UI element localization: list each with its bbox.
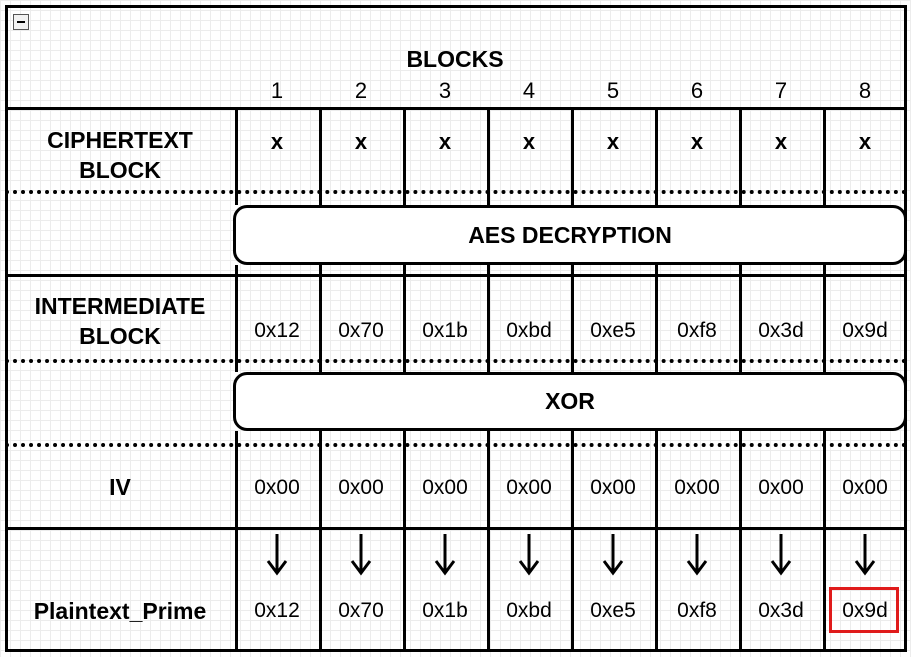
block-number: 2 (354, 78, 368, 103)
column-divider (403, 107, 406, 205)
intermediate-cell: 0x70 (338, 319, 384, 342)
plaintext-cell: 0xe5 (590, 599, 636, 622)
block-number: 3 (438, 78, 452, 103)
column-divider (403, 431, 406, 652)
column-divider (235, 265, 238, 372)
intermediate-cell: 0xf8 (677, 319, 717, 342)
column-divider (487, 265, 490, 372)
column-divider (571, 107, 574, 205)
block-number: 4 (522, 78, 536, 103)
row-divider-iv-plaintext (5, 527, 907, 530)
xor-box: XOR (233, 372, 907, 431)
ciphertext-cell: x (354, 129, 368, 154)
plaintext-cell: 0xf8 (677, 599, 717, 622)
iv-cell: 0x00 (254, 476, 300, 499)
column-divider (571, 265, 574, 372)
label-intermediate-block: INTERMEDIATE BLOCK (34, 293, 206, 349)
arrow-down-icon (686, 534, 708, 576)
ciphertext-cell: x (690, 129, 704, 154)
collapse-minus-icon[interactable] (13, 14, 29, 30)
column-divider (319, 107, 322, 205)
label-plaintext-prime: Plaintext_Prime (33, 598, 207, 624)
plaintext-cell: 0x1b (422, 599, 468, 622)
diagram-frame (5, 5, 907, 652)
dotted-divider-ciphertext (5, 190, 907, 194)
block-number: 6 (690, 78, 704, 103)
arrow-down-icon (350, 534, 372, 576)
intermediate-cell: 0x1b (422, 319, 468, 342)
arrow-down-icon (434, 534, 456, 576)
column-divider (235, 431, 238, 652)
arrow-down-icon (266, 534, 288, 576)
block-number: 7 (774, 78, 788, 103)
aes-decryption-box: AES DECRYPTION (233, 205, 907, 265)
intermediate-cell: 0x3d (758, 319, 804, 342)
intermediate-cell: 0xbd (506, 319, 552, 342)
intermediate-cell: 0x9d (842, 319, 888, 342)
column-divider (487, 107, 490, 205)
plaintext-cell: 0x3d (758, 599, 804, 622)
column-divider (823, 431, 826, 652)
header-divider (5, 107, 907, 110)
arrow-down-icon (770, 534, 792, 576)
ciphertext-cell: x (270, 129, 284, 154)
column-divider (823, 265, 826, 372)
block-number: 1 (270, 78, 284, 103)
dotted-divider-xor (5, 443, 907, 447)
iv-cell: 0x00 (590, 476, 636, 499)
column-divider (487, 431, 490, 652)
iv-cell: 0x00 (674, 476, 720, 499)
dotted-divider-intermediate (5, 359, 907, 363)
intermediate-cell: 0xe5 (590, 319, 636, 342)
column-divider (403, 265, 406, 372)
column-divider (571, 431, 574, 652)
iv-cell: 0x00 (422, 476, 468, 499)
intermediate-cell: 0x12 (254, 319, 300, 342)
column-divider (739, 107, 742, 205)
column-divider (319, 265, 322, 372)
ciphertext-cell: x (438, 129, 452, 154)
blocks-title: BLOCKS (406, 46, 504, 72)
iv-cell: 0x00 (506, 476, 552, 499)
column-divider (655, 431, 658, 652)
column-divider (235, 107, 238, 205)
column-divider (655, 107, 658, 205)
column-divider (319, 431, 322, 652)
highlight-box (829, 587, 899, 633)
label-iv: IV (109, 474, 131, 500)
block-number: 8 (858, 78, 872, 103)
arrow-down-icon (602, 534, 624, 576)
iv-cell: 0x00 (758, 476, 804, 499)
column-divider (739, 431, 742, 652)
block-number: 5 (606, 78, 620, 103)
ciphertext-cell: x (858, 129, 872, 154)
ciphertext-cell: x (774, 129, 788, 154)
row-divider-aes-intermediate (5, 274, 907, 277)
column-divider (655, 265, 658, 372)
iv-cell: 0x00 (842, 476, 888, 499)
plaintext-cell: 0x9d (842, 599, 888, 622)
plaintext-cell: 0x12 (254, 599, 300, 622)
column-divider (739, 265, 742, 372)
ciphertext-cell: x (522, 129, 536, 154)
column-divider (823, 107, 826, 205)
arrow-down-icon (854, 534, 876, 576)
ciphertext-cell: x (606, 129, 620, 154)
arrow-down-icon (518, 534, 540, 576)
label-ciphertext-block: CIPHERTEXT BLOCK (47, 127, 193, 183)
iv-cell: 0x00 (338, 476, 384, 499)
plaintext-cell: 0x70 (338, 599, 384, 622)
plaintext-cell: 0xbd (506, 599, 552, 622)
